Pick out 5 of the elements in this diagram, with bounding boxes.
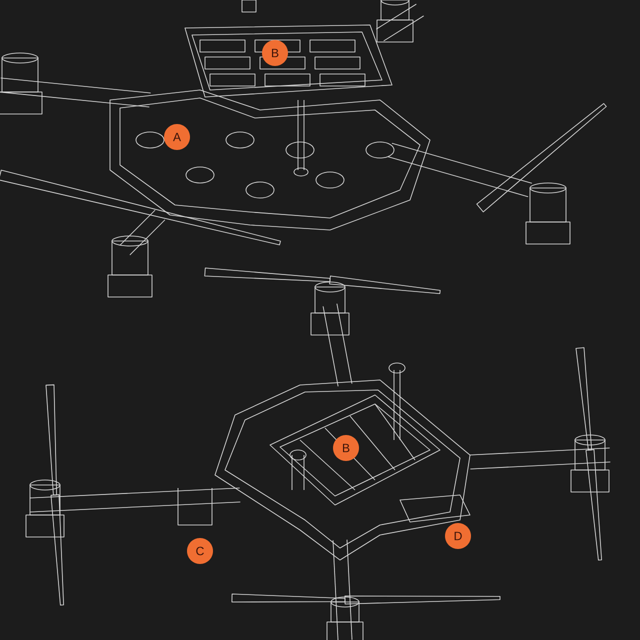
callout-number: D	[445, 523, 471, 549]
callout-number: B	[333, 435, 359, 461]
callout-number: B	[262, 40, 288, 66]
callout-number: C	[187, 538, 213, 564]
callout-number: A	[164, 124, 190, 150]
